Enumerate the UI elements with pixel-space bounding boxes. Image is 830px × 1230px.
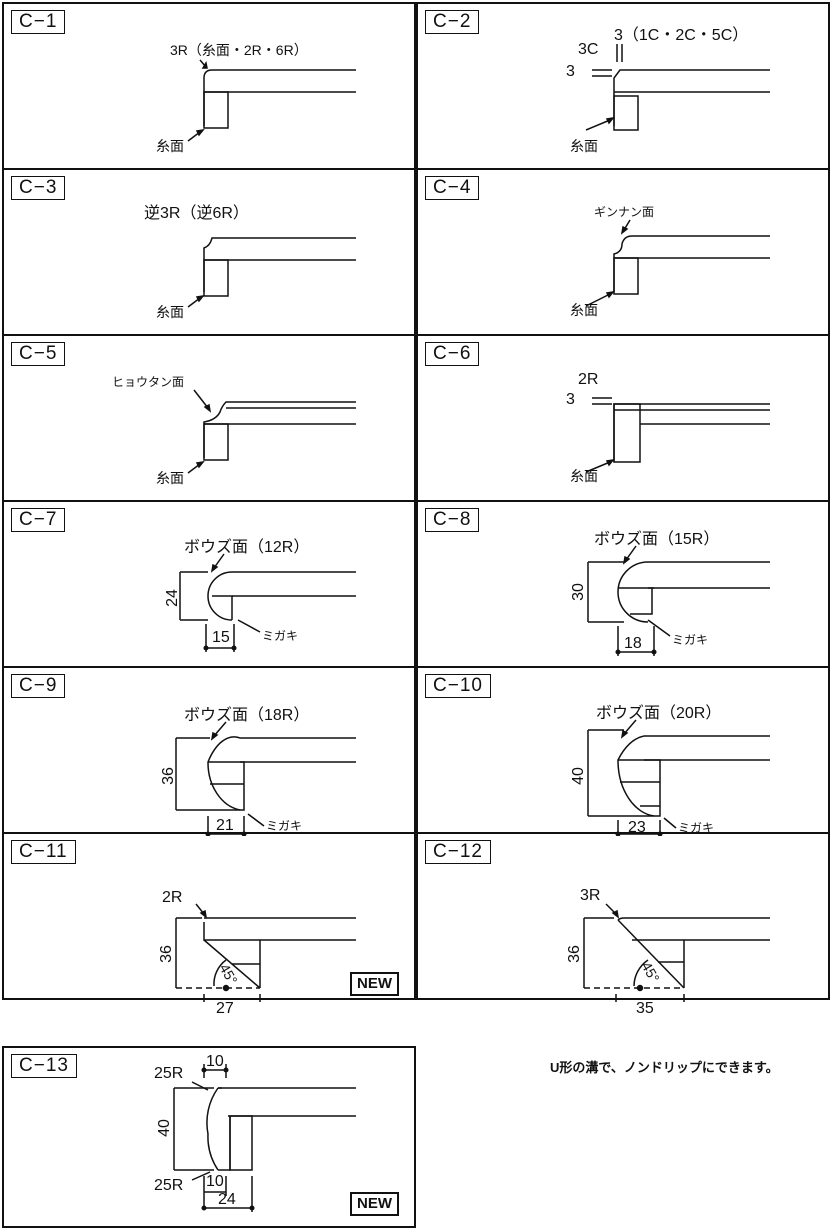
note-text: U形の溝で、ノンドリップにできます。 — [550, 1060, 779, 1075]
profile-c9: C−9 ボウズ面（18R） 36 21 ミガキ — [2, 666, 416, 836]
profile-drawing — [585, 44, 770, 131]
profile-label: ヒョウタン面 — [112, 375, 185, 389]
profile-label: 3 — [566, 63, 575, 80]
profile-label: 3R（糸面・2R・6R） — [170, 42, 308, 58]
profile-drawing — [179, 553, 356, 652]
profile-label: ミガキ — [672, 633, 709, 647]
profile-label: 10 — [206, 1053, 224, 1070]
profile-code: C−11 — [11, 840, 76, 864]
profile-code: C−5 — [11, 342, 66, 366]
new-badge: NEW — [350, 972, 399, 996]
profile-code: C−4 — [425, 176, 480, 200]
profile-label: 36 — [157, 945, 175, 963]
profile-label: ミガキ — [678, 821, 715, 835]
profile-label: 糸面 — [570, 468, 598, 484]
profile-label: 25R — [154, 1065, 184, 1082]
profile-label: 24 — [163, 589, 181, 607]
profile-label: 23 — [628, 819, 646, 836]
profile-label: ボウズ面（15R） — [594, 531, 720, 548]
profile-drawing — [587, 719, 770, 836]
profile-label: 糸面 — [570, 138, 598, 154]
profile-label: 24 — [218, 1191, 236, 1208]
profile-drawing — [187, 389, 356, 474]
profile-label: ギンナン面 — [594, 205, 655, 219]
profile-c11: C−11 2R 36 45° NEW — [2, 832, 416, 1002]
profile-drawing — [587, 545, 770, 656]
profile-label: 30 — [569, 583, 587, 601]
profile-code: C−13 — [11, 1054, 77, 1078]
profile-c10: C−10 ボウズ面（20R） 40 23 ミガキ — [416, 666, 830, 836]
profile-label: 糸面 — [156, 138, 184, 154]
profile-label: ボウズ面（20R） — [596, 705, 722, 722]
profile-label: ミガキ — [266, 819, 303, 833]
profile-label: 10 — [206, 1173, 224, 1190]
profile-code: C−2 — [425, 10, 480, 34]
profile-label: 2R — [578, 371, 599, 388]
profile-code: C−3 — [11, 176, 66, 200]
profile-code: C−12 — [425, 840, 491, 864]
profile-label: 36 — [159, 767, 177, 785]
profile-c3: C−3 逆3R（逆6R） 糸面 — [2, 168, 416, 336]
profile-code: C−9 — [11, 674, 66, 698]
profile-label: 3（1C・2C・5C） — [614, 27, 749, 44]
profile-label: 3C — [578, 41, 599, 58]
profile-code: C−8 — [425, 508, 480, 532]
profile-label: 18 — [624, 635, 642, 652]
profile-label: ボウズ面（12R） — [184, 539, 310, 556]
profile-c6: C−6 2R 3 糸面 — [416, 334, 830, 502]
dimension-label: 27 — [216, 1000, 234, 1017]
profile-label: 逆3R（逆6R） — [144, 205, 249, 222]
profile-c2: C−2 3（1C・2C・5C） 3C 3 糸面 — [416, 2, 830, 170]
profile-label: 25R — [154, 1177, 184, 1194]
profile-c13: C−13 25R 10 40 25R 10 24 NEW — [2, 1046, 416, 1228]
profile-drawing — [585, 397, 770, 473]
profile-label: 40 — [155, 1119, 173, 1137]
profile-label: 15 — [212, 629, 230, 646]
profile-label: 36 — [565, 945, 583, 963]
profile-c5: C−5 ヒョウタン面 糸面 — [2, 334, 416, 502]
profile-label: ボウズ面（18R） — [184, 707, 310, 724]
profile-c7: C−7 ボウズ面（12R） 24 15 ミガキ — [2, 500, 416, 668]
profile-label: 糸面 — [570, 302, 598, 318]
profile-code: C−1 — [11, 10, 66, 34]
profile-code: C−10 — [425, 674, 491, 698]
profile-drawing — [585, 219, 770, 307]
profile-drawing — [583, 903, 770, 1002]
new-badge: NEW — [350, 1192, 399, 1216]
profile-drawing — [175, 721, 356, 836]
profile-label: 2R — [162, 889, 183, 906]
dimension-label: 35 — [636, 1000, 654, 1017]
profile-code: C−7 — [11, 508, 66, 532]
profile-c12: C−12 3R 36 45° — [416, 832, 830, 1002]
profile-code: C−6 — [425, 342, 480, 366]
profile-label: ミガキ — [262, 629, 299, 643]
profile-c4: C−4 ギンナン面 糸面 — [416, 168, 830, 336]
profile-c1: C−1 3R（糸面・2R・6R） 糸面 — [2, 2, 416, 170]
profile-drawing — [173, 1064, 356, 1212]
profile-label: 3R — [580, 887, 601, 904]
profile-label: 糸面 — [156, 470, 184, 486]
profile-drawing — [187, 237, 356, 308]
profile-drawing — [187, 59, 356, 142]
profile-label: 3 — [566, 391, 575, 408]
profile-label: 40 — [569, 767, 587, 785]
profile-label: 糸面 — [156, 304, 184, 320]
profile-label: 21 — [216, 817, 234, 834]
profile-drawing — [175, 903, 356, 1002]
profile-c8: C−8 ボウズ面（15R） 30 18 ミガキ — [416, 500, 830, 668]
